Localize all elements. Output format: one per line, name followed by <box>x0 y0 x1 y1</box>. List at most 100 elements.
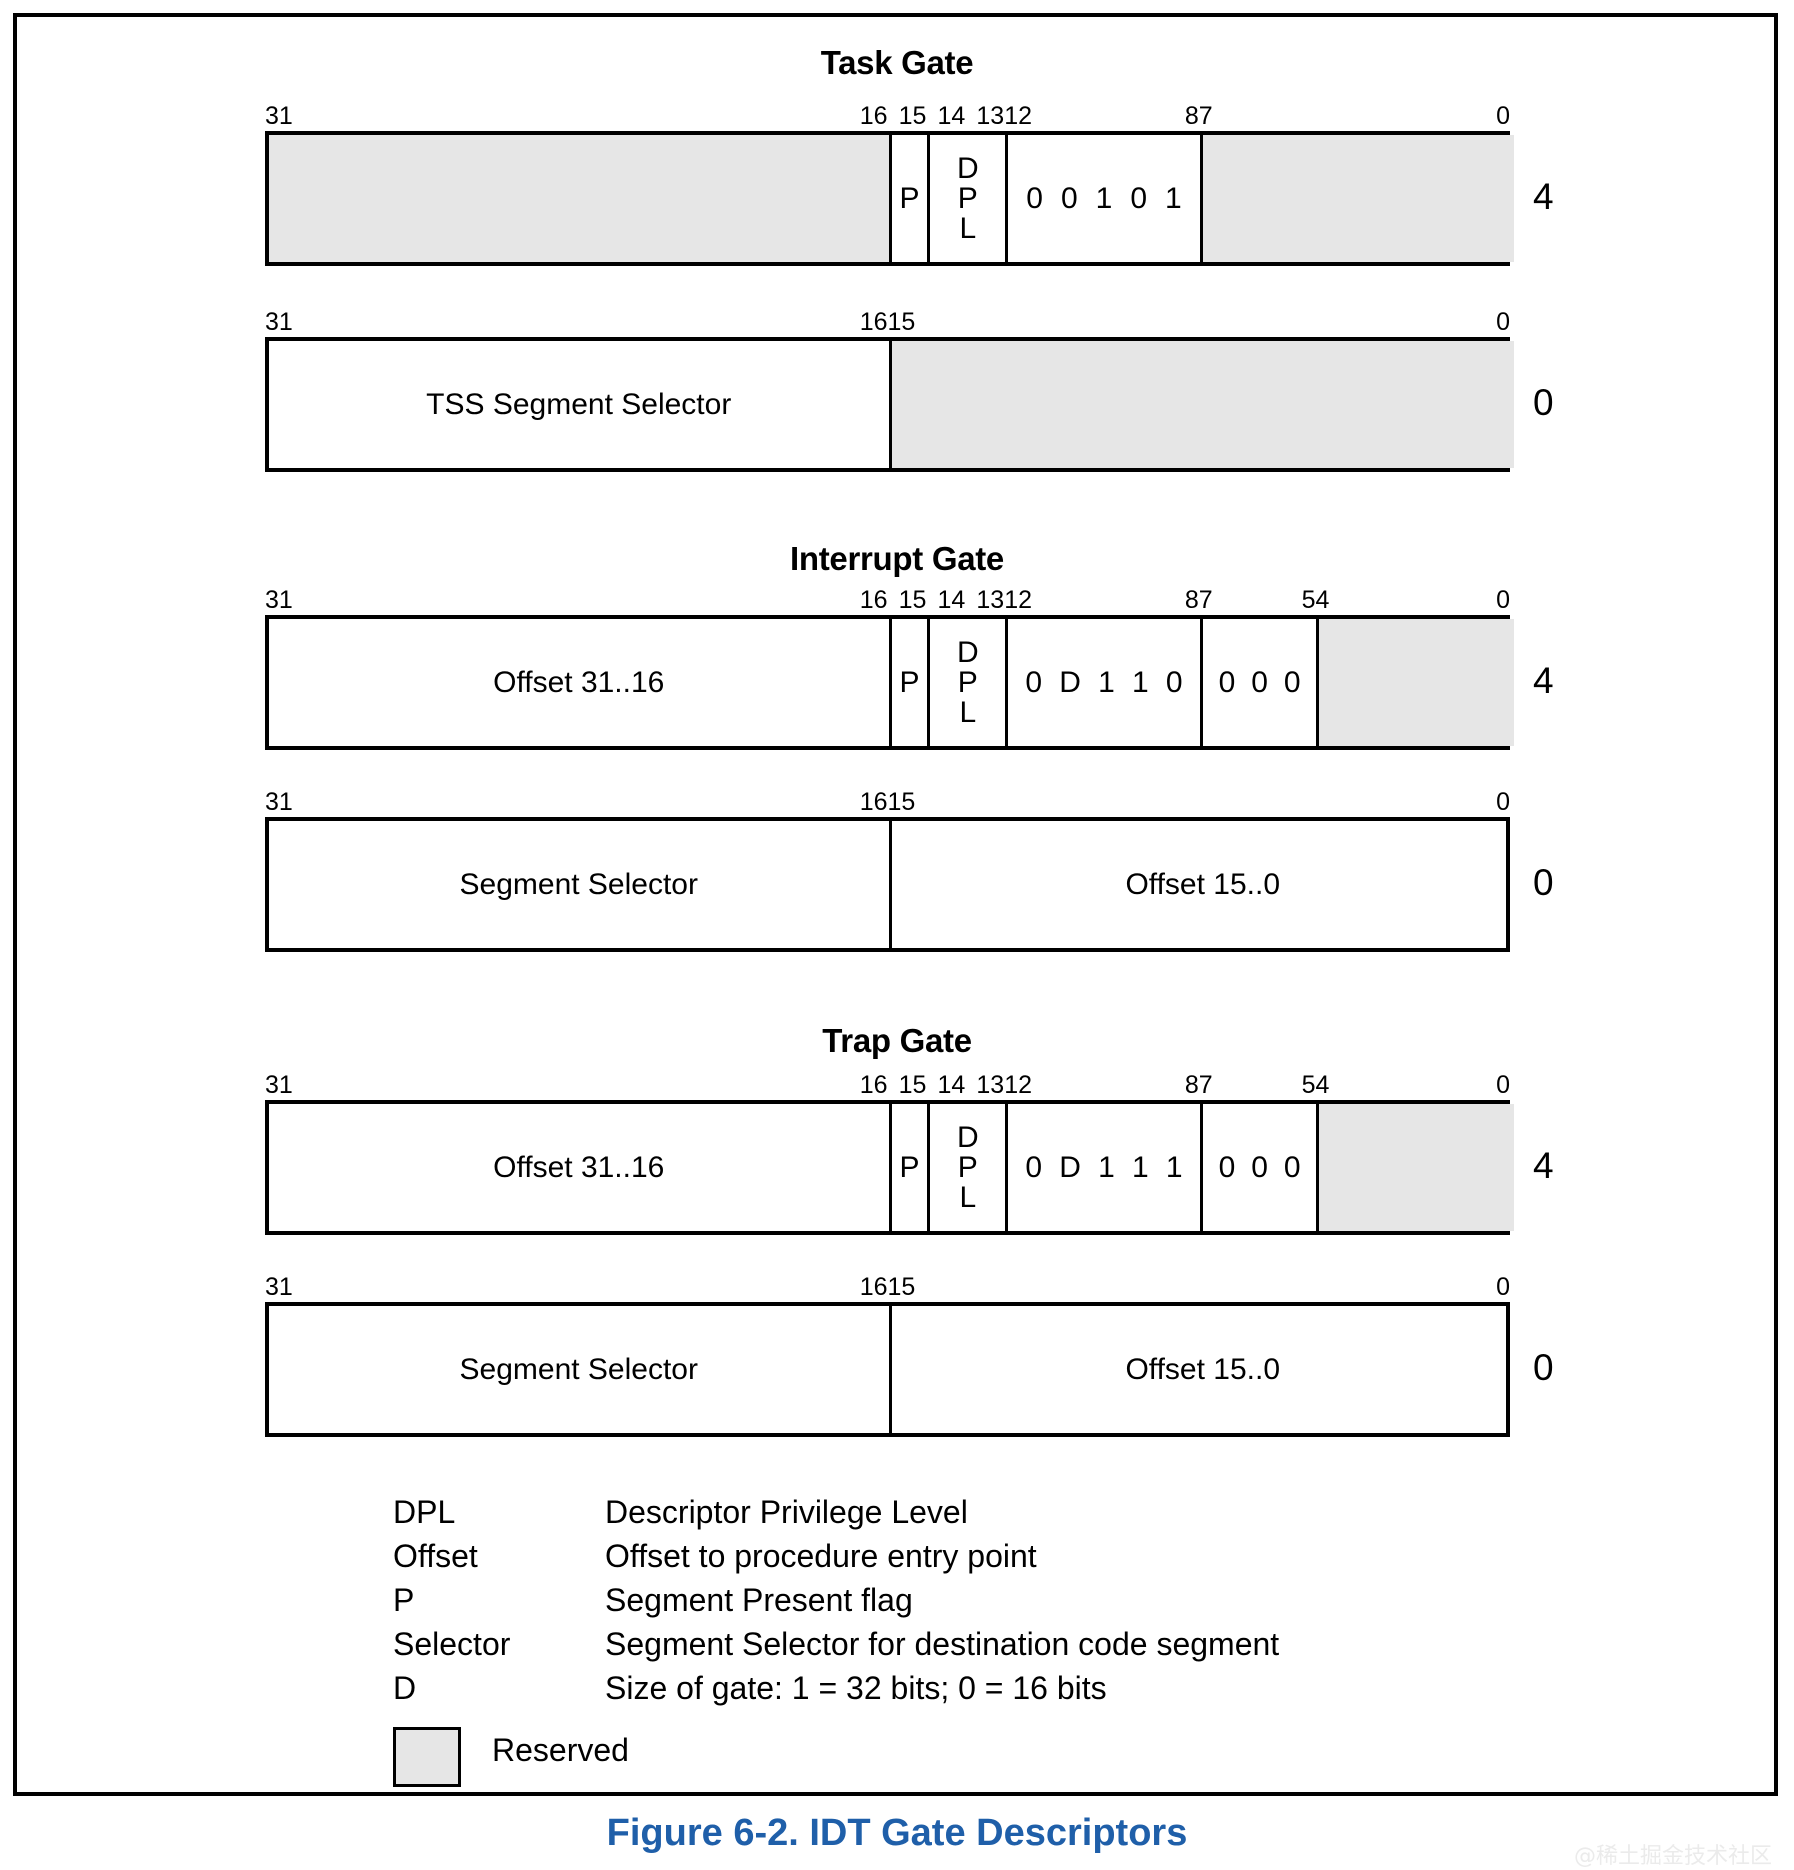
bit-tick-31: 31 <box>265 1273 293 1301</box>
bit-value: 1 <box>1098 665 1115 699</box>
bit-tick-8: 8 <box>1184 1071 1199 1099</box>
bitfield-cell-label: Offset 31..16 <box>269 1104 892 1231</box>
row-offset-label: 0 <box>1533 1346 1554 1388</box>
bit-value: 0 <box>1218 665 1236 699</box>
dpl-letter: P <box>957 181 978 215</box>
legend-entry: D Size of gate: 1 = 32 bits; 0 = 16 bits <box>393 1666 1279 1710</box>
dpl-letter: P <box>957 1150 978 1184</box>
watermark: @稀土掘金技术社区 <box>1573 1844 1772 1869</box>
bitfield-label: Segment Selector <box>459 867 698 901</box>
gate-title-interrupt-gate: Interrupt Gate <box>790 540 1004 577</box>
bit-tick-15: 15 <box>887 308 916 336</box>
bitfield-row: Segment Selector Offset 15..0 <box>265 1302 1510 1437</box>
bit-tick-0: 0 <box>1496 788 1510 816</box>
bitfield-row: Segment Selector Offset 15..0 <box>265 817 1510 952</box>
legend-description: Segment Present flag <box>605 1582 913 1618</box>
bit-tick-0: 0 <box>1496 1273 1510 1301</box>
gate-title-trap-gate: Trap Gate <box>822 1022 972 1059</box>
bit-tick-31: 31 <box>265 308 293 336</box>
bitfield-label: Offset 31..16 <box>493 665 665 699</box>
bit-tick-16: 16 <box>859 1071 888 1099</box>
bitfield-cell-reserved <box>269 135 892 262</box>
bitfield-label: Offset 15..0 <box>1125 1352 1281 1386</box>
bit-tick-0: 0 <box>1496 308 1510 336</box>
row-offset-label: 4 <box>1533 659 1554 701</box>
legend-term: D <box>393 1670 417 1706</box>
bit-value: 0 <box>1165 665 1183 699</box>
bit-tick-5: 5 <box>1301 1071 1316 1099</box>
bitfield-cell-label: Offset 15..0 <box>892 1306 1515 1433</box>
row-offset-label: 4 <box>1533 175 1554 217</box>
bitfield-cell-label: P <box>892 619 931 746</box>
dpl-letter: L <box>959 695 977 729</box>
bit-tick-13: 13 <box>976 102 1005 130</box>
bitfield-row: TSS Segment Selector <box>265 337 1514 472</box>
bit-tick-0: 0 <box>1496 1071 1510 1099</box>
bit-value: 0 <box>1218 1150 1236 1184</box>
bit-value: 0 <box>1025 1150 1043 1184</box>
bit-tick-15: 15 <box>898 586 927 614</box>
bitfield-cell-label: P <box>892 1104 931 1231</box>
dpl-letter: D <box>956 1120 979 1154</box>
bitfield-cell-label: TSS Segment Selector <box>269 341 892 468</box>
bit-value: D <box>1059 1150 1081 1184</box>
dpl-letter: D <box>956 151 979 185</box>
dpl-letter: L <box>959 1180 977 1214</box>
bitfield-cell-label: Segment Selector <box>269 1306 892 1433</box>
bit-tick-4: 4 <box>1315 1071 1330 1099</box>
legend-term: Selector <box>393 1626 511 1662</box>
bit-value: 0 <box>1130 181 1148 215</box>
legend-term: DPL <box>393 1494 456 1530</box>
bitfield-cell-reserved <box>1319 619 1514 746</box>
bitfield-label: Offset 15..0 <box>1125 867 1281 901</box>
bitfield-label: TSS Segment Selector <box>426 387 732 421</box>
bit-tick-16: 16 <box>859 788 888 816</box>
bit-value: 0 <box>1251 665 1268 699</box>
bit-tick-12: 12 <box>1004 102 1033 130</box>
bitfield-cell-reserved <box>891 341 1514 468</box>
bitfield-cell-reserved <box>1319 1104 1514 1231</box>
legend-description: Offset to procedure entry point <box>605 1538 1037 1574</box>
bit-value: 1 <box>1131 665 1149 699</box>
bit-tick-5: 5 <box>1301 586 1316 614</box>
bit-value: 0 <box>1251 1150 1268 1184</box>
bit-tick-15: 15 <box>887 1273 916 1301</box>
bit-tick-14: 14 <box>937 586 966 614</box>
legend-description: Descriptor Privilege Level <box>605 1494 968 1530</box>
bit-tick-16: 16 <box>859 1273 888 1301</box>
bit-tick-14: 14 <box>937 102 966 130</box>
reserved-swatch-label: Reserved <box>492 1732 629 1768</box>
bit-tick-16: 16 <box>859 308 888 336</box>
legend-description: Size of gate: 1 = 32 bits; 0 = 16 bits <box>605 1670 1107 1706</box>
bit-tick-31: 31 <box>265 586 293 614</box>
bitfield-label: Segment Selector <box>459 1352 698 1386</box>
bit-tick-31: 31 <box>265 1071 293 1099</box>
bit-tick-12: 12 <box>1004 586 1033 614</box>
bit-value: D <box>1059 665 1081 699</box>
bit-tick-0: 0 <box>1496 586 1510 614</box>
bitfield-label: Offset 31..16 <box>493 1150 665 1184</box>
bit-tick-16: 16 <box>859 586 888 614</box>
row-offset-label: 4 <box>1533 1144 1554 1186</box>
bit-tick-8: 8 <box>1184 586 1199 614</box>
bit-tick-0: 0 <box>1496 102 1510 130</box>
bit-value: 1 <box>1098 1150 1115 1184</box>
bit-tick-8: 8 <box>1184 102 1199 130</box>
bit-tick-7: 7 <box>1198 102 1213 130</box>
dpl-letter: L <box>959 211 977 245</box>
row-offset-label: 0 <box>1533 861 1554 903</box>
bitfield-cell-label: Segment Selector <box>269 821 892 948</box>
bit-value: 1 <box>1165 181 1182 215</box>
bit-tick-14: 14 <box>937 1071 966 1099</box>
figure-frame <box>13 13 1778 1796</box>
gate-title-task-gate: Task Gate <box>820 44 974 81</box>
bit-tick-31: 31 <box>265 788 293 816</box>
bit-tick-15: 15 <box>887 788 916 816</box>
